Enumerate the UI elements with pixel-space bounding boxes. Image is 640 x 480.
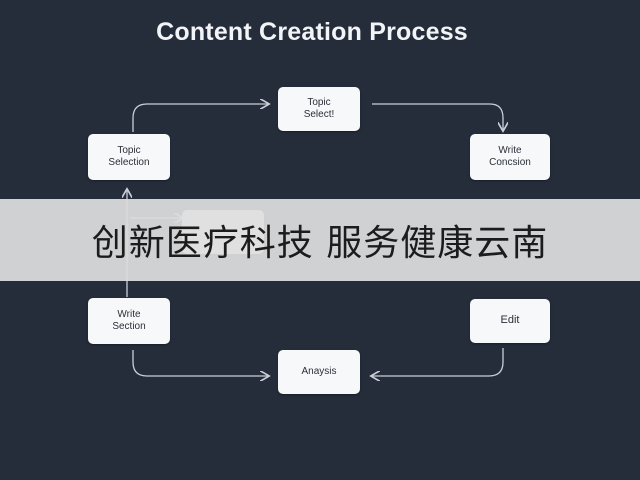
watermark-banner: 创新医疗科技 服务健康云南 (0, 199, 640, 281)
arrow-right-to-bottom (372, 348, 504, 376)
node-write-conclusion: Write Concsion (470, 134, 550, 180)
node-edit: Edit (470, 299, 550, 343)
arrow-top-to-right (372, 103, 503, 130)
node-label: Write Section (112, 308, 146, 333)
node-label: Anaysis (301, 365, 337, 377)
node-topic-selection: Topic Selection (88, 134, 170, 180)
diagram-title: Content Creation Process (156, 18, 468, 46)
arrow-left-to-top (132, 104, 268, 132)
node-label: Edit (500, 314, 520, 327)
node-topic-select: Topic Select! (278, 87, 360, 131)
node-label: Topic Select! (303, 96, 335, 121)
node-label: Write Concsion (489, 144, 531, 169)
arrow-left-to-bottom (132, 350, 268, 376)
node-write-section: Write Section (88, 298, 170, 344)
banner-text: 创新医疗科技 服务健康云南 (91, 223, 549, 264)
node-analysis: Anaysis (278, 350, 360, 394)
node-label: Topic Selection (108, 144, 150, 169)
